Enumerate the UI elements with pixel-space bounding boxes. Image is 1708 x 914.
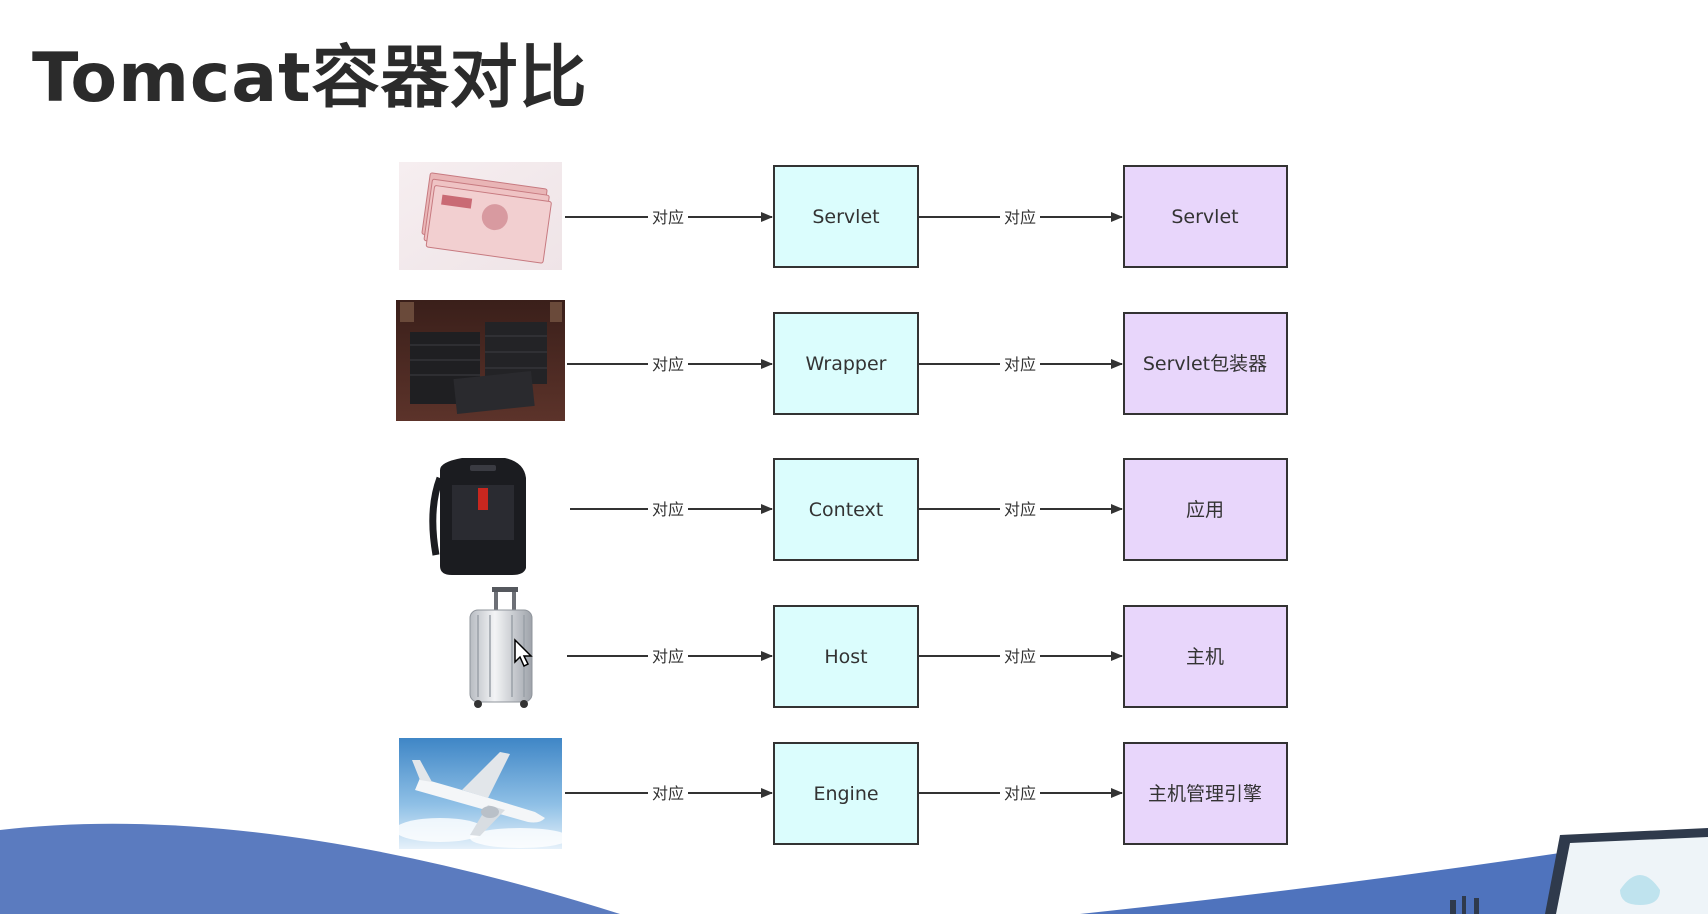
edge-label: 对应 (1004, 208, 1036, 227)
box-servlet-cn (1123, 165, 1288, 268)
box-application-cn-label: 应用 (1186, 499, 1224, 521)
edge-label: 对应 (1004, 500, 1036, 519)
box-servlet-cn-label: Servlet (1171, 206, 1238, 228)
box-context (773, 458, 919, 561)
edge-label: 对应 (1004, 784, 1036, 803)
airplane-image (395, 738, 570, 849)
edge-label: 对应 (652, 647, 684, 666)
box-application-cn (1123, 458, 1288, 561)
edge-label: 对应 (652, 784, 684, 803)
box-servlet-wrapper-cn-label: Servlet包装器 (1143, 353, 1267, 375)
banknotes-image (399, 162, 562, 270)
edge-label: 对应 (1004, 355, 1036, 374)
backpack-image (429, 458, 526, 575)
row-4: 对应 Host 对应 主机 (567, 605, 1288, 708)
laptop-decoration (1450, 828, 1708, 914)
box-host-cn-label: 主机 (1186, 646, 1224, 668)
row-5: 对应 Engine 对应 主机管理引擎 (565, 742, 1288, 845)
box-wrapper-label: Wrapper (805, 353, 886, 375)
edge-label: 对应 (1004, 647, 1036, 666)
mouse-cursor-icon (514, 638, 533, 668)
box-engine-cn-label: 主机管理引擎 (1148, 783, 1262, 805)
edge-label: 对应 (652, 500, 684, 519)
wallet-image (396, 300, 565, 421)
row-2: 对应 Wrapper 对应 Servlet包装器 (567, 312, 1288, 415)
row-3: 对应 Context 对应 应用 (570, 458, 1288, 561)
box-servlet-wrapper-cn (1123, 312, 1288, 415)
box-host-cn (1123, 605, 1288, 708)
row-1: 对应 Servlet 对应 Servlet (565, 165, 1288, 268)
box-host-label: Host (824, 646, 867, 668)
box-wrapper (773, 312, 919, 415)
edge-label: 对应 (652, 355, 684, 374)
box-engine-cn (1123, 742, 1288, 845)
edge-label: 对应 (652, 208, 684, 227)
box-servlet-label: Servlet (812, 206, 879, 228)
box-engine-label: Engine (813, 783, 878, 805)
slide-title: Tomcat容器对比 (32, 39, 588, 118)
box-engine (773, 742, 919, 845)
box-host (773, 605, 919, 708)
box-context-label: Context (809, 499, 883, 521)
